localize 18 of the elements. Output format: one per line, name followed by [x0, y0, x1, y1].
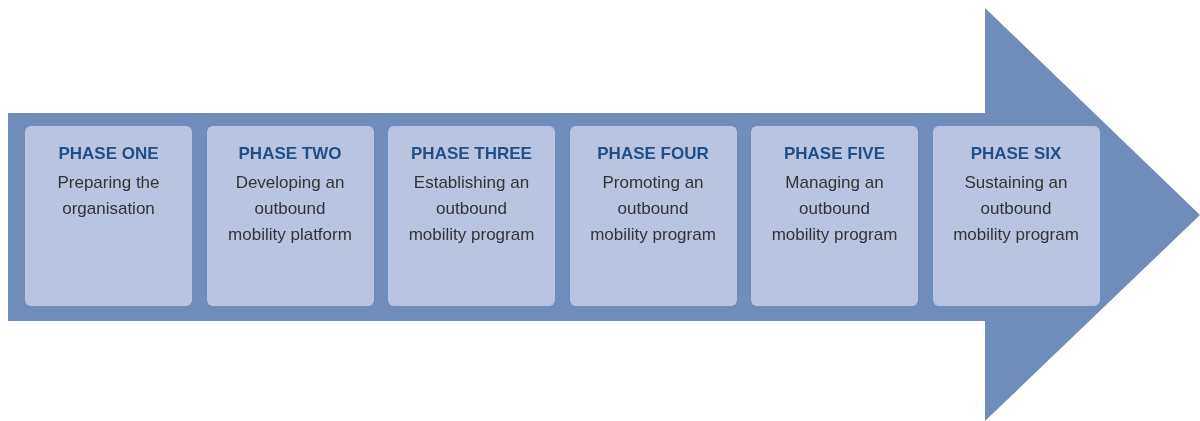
phase-description: Developing an outbound mobility platform	[227, 172, 353, 246]
phase-heading: PHASE SIX	[969, 143, 1063, 165]
phase-heading: PHASE THREE	[410, 143, 533, 165]
phase-description: Preparing the organisation	[56, 172, 161, 220]
phase-heading: PHASE ONE	[57, 143, 160, 165]
phase-card	[569, 126, 737, 306]
phase-card	[206, 126, 374, 306]
phase-description: Establishing an outbound mobility program	[408, 172, 535, 246]
phase-description: Sustaining an outbound mobility program	[952, 172, 1080, 246]
phase-heading: PHASE FIVE	[782, 143, 887, 165]
phase-card	[751, 126, 918, 306]
phase-description: Managing an outbound mobility program	[771, 172, 898, 246]
phase-card	[388, 126, 555, 306]
phase-heading: PHASE TWO	[237, 143, 343, 165]
phase-card	[932, 126, 1100, 306]
phase-card	[25, 126, 192, 306]
phase-description: Promoting an outbound mobility program	[589, 172, 717, 246]
phase-heading: PHASE FOUR	[596, 143, 710, 165]
